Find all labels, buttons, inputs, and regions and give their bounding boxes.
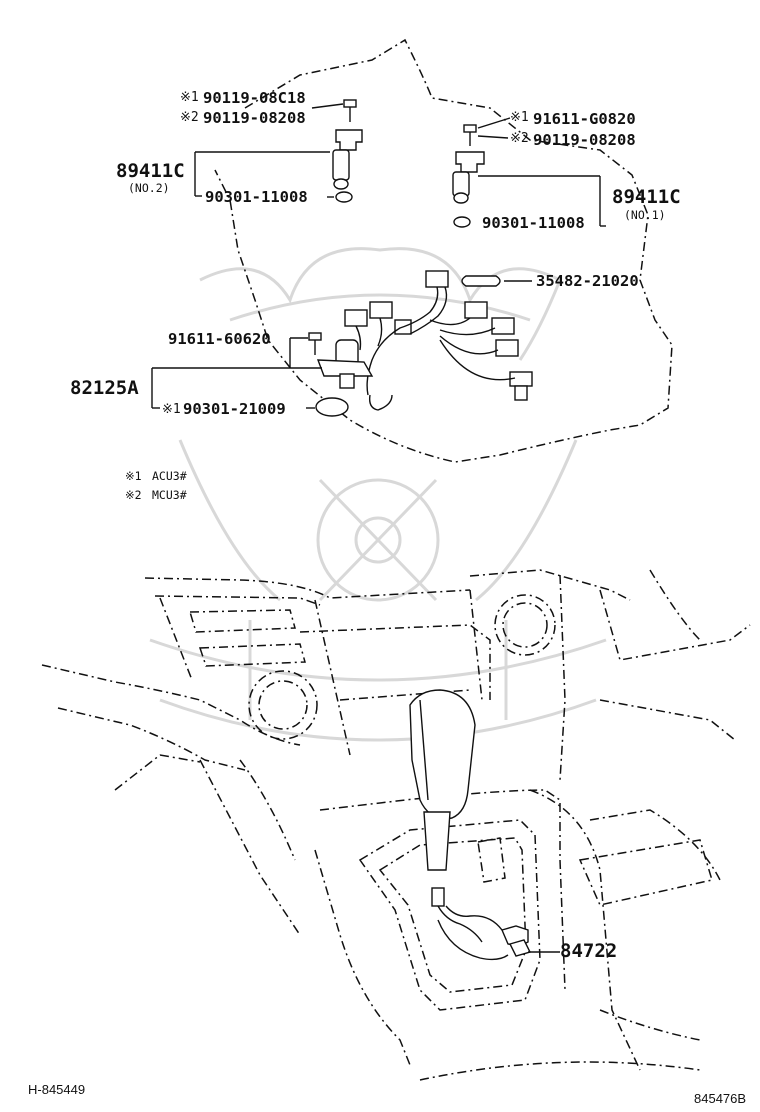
crank-position-sensor-icon [332,129,363,190]
note-2-text: MCU3# [152,488,187,502]
note-mark-acu3: ※1 [180,90,199,105]
part-number-o-ring-right[interactable]: 90301-11008 [482,214,585,232]
part-number-harness-bolt[interactable]: 91611-60620 [168,330,271,348]
part-number-bolt-acu3-right[interactable]: 91611-G0820 [533,110,636,128]
part-number-harness-clamp[interactable]: 35482-21020 [536,272,639,290]
bolt-icon [308,332,322,355]
note-1-text: ACU3# [152,469,187,483]
shift-switch-icon [431,887,560,961]
part-number-sensor-no1[interactable]: 89411C [612,186,681,208]
note-mark-mcu3: ※2 [180,110,199,125]
bolt-icon [343,99,357,122]
o-ring-icon [453,216,471,228]
illustration-code-right: 845476B [694,1091,746,1106]
part-number-harness-o-ring[interactable]: 90301-21009 [183,400,286,418]
bolt-icon [463,124,477,146]
part-number-bolt-mcu3-right[interactable]: 90119-08208 [533,131,636,149]
sensor-no2-group [194,99,363,203]
shift-lever-icon [409,689,476,871]
note-mark-mcu3-right: ※2 [510,131,529,146]
o-ring-icon [315,397,349,417]
center-console-outline [41,569,751,1081]
o-ring-icon [335,191,353,203]
part-number-bolt-mcu3-left[interactable]: 90119-08208 [203,109,306,127]
part-number-shift-switch[interactable]: 84722 [560,940,617,962]
note-2-mark: ※2 [125,488,142,502]
transmission-housing-outline [214,38,673,463]
part-number-wire-harness[interactable]: 82125A [70,377,139,399]
harness-clamp-icon [461,275,532,287]
part-number-bolt-acu3-left[interactable]: 90119-08C18 [203,89,306,107]
watermark-emblem [149,247,607,742]
note-mark-o-ring: ※1 [162,402,181,417]
note-mark-acu3-right: ※1 [510,110,529,125]
wire-harness-group [151,270,533,417]
sensor-no2-label: (NO.2) [128,181,170,195]
cam-position-sensor-icon [452,151,485,204]
part-number-o-ring-left[interactable]: 90301-11008 [205,188,308,206]
speed-sensor-icon [316,339,374,389]
notes-legend: ※1 ACU3# ※2 MCU3# [125,469,187,502]
sensor-no1-group [452,117,606,228]
sensor-no1-label: (NO.1) [624,208,666,222]
illustration-code-left: H-845449 [28,1082,85,1097]
note-1-mark: ※1 [125,469,142,483]
part-number-sensor-no2[interactable]: 89411C [116,160,185,182]
connector-icon [344,270,533,387]
